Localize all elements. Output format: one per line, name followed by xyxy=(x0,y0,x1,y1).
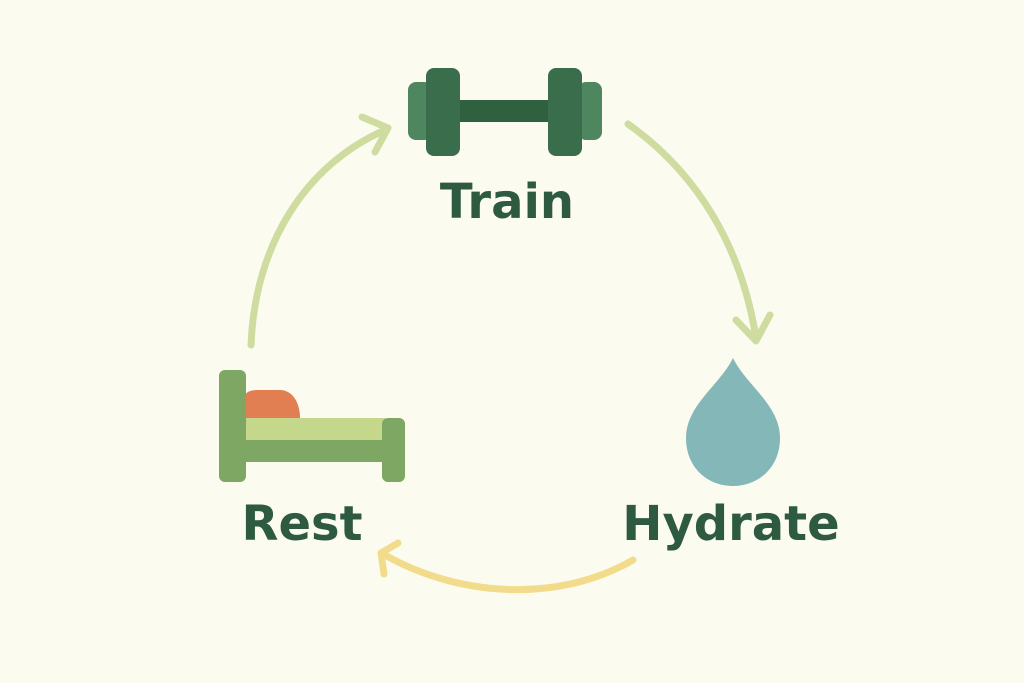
train-label: Train xyxy=(440,174,574,230)
water-drop-icon xyxy=(686,358,780,486)
arrow-rest-to-train xyxy=(247,113,392,349)
dumbbell-icon xyxy=(408,68,602,156)
arrow-train-to-hydrate xyxy=(624,120,774,345)
bed-icon xyxy=(219,370,405,482)
arrow-hydrate-to-rest xyxy=(377,539,637,594)
rest-label: Rest xyxy=(241,496,362,552)
hydrate-label: Hydrate xyxy=(622,496,839,552)
